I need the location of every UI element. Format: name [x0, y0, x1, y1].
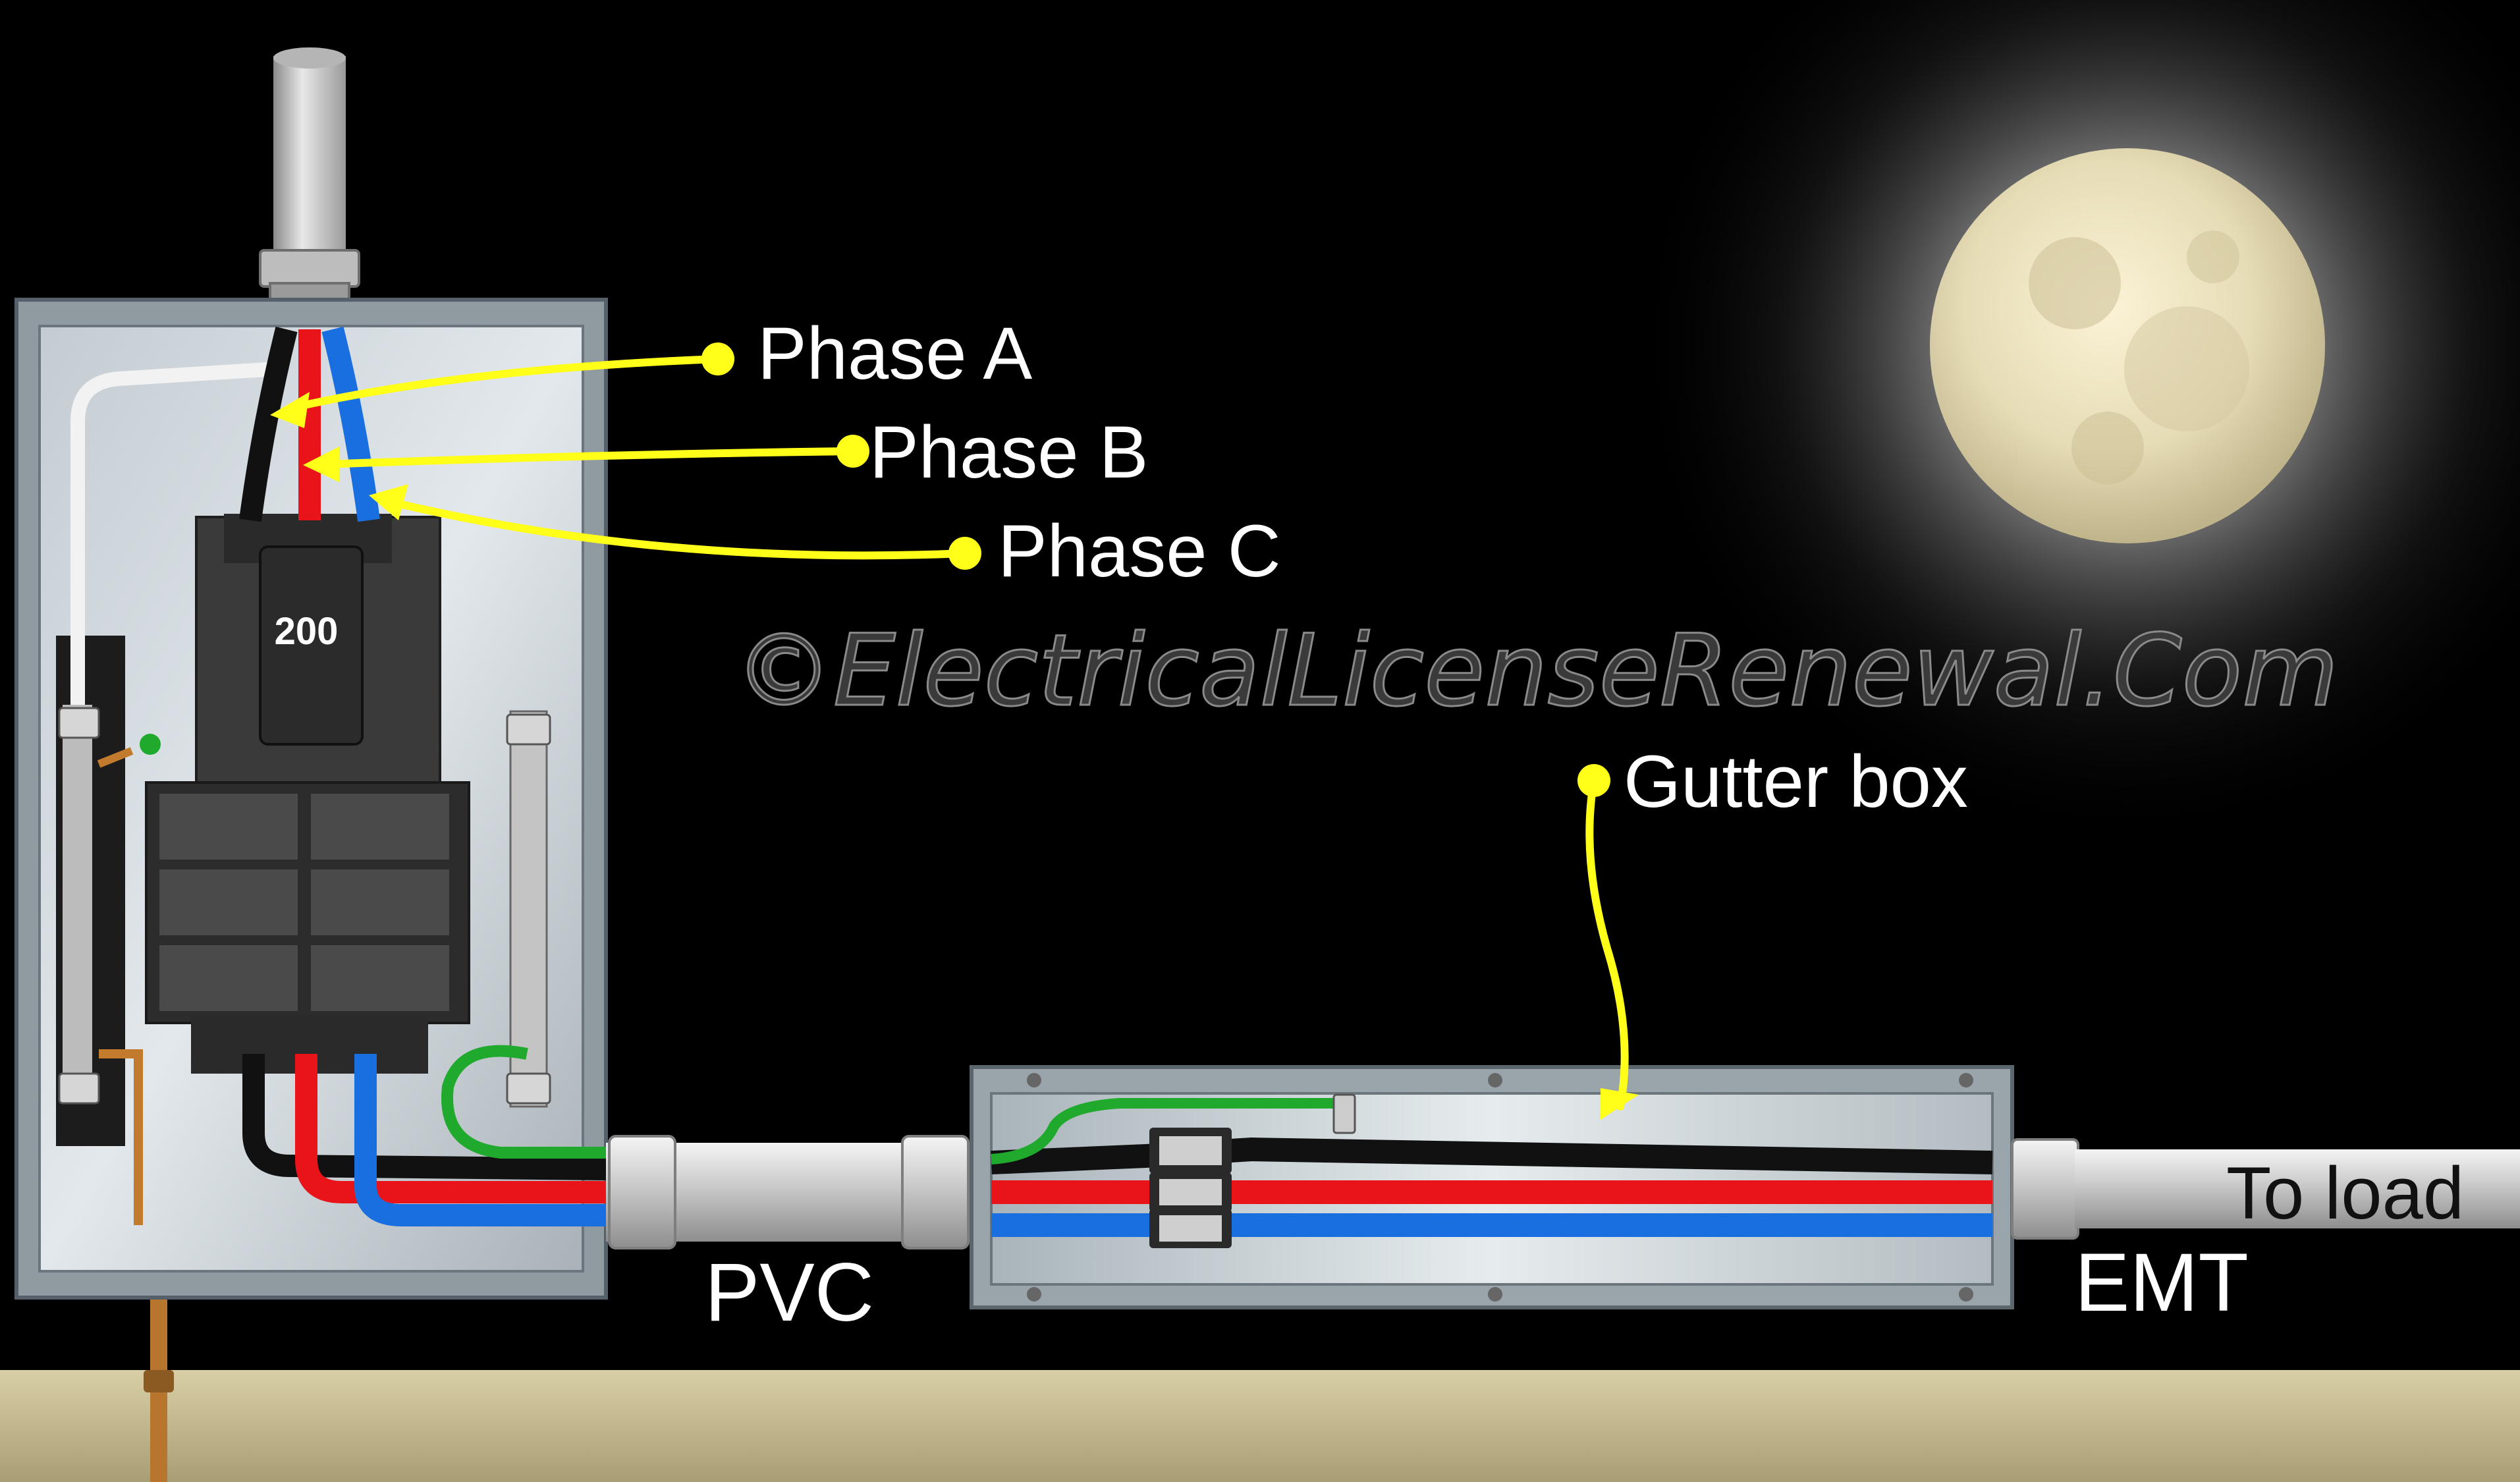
gutter-box-arrowhead — [1601, 1088, 1639, 1120]
callout-lines — [286, 355, 1629, 1111]
service-conduit-mast — [259, 47, 360, 311]
phase-c-label: Phase C — [998, 510, 1281, 592]
phase-b-callout-line — [319, 447, 857, 468]
service-panel: 200 — [14, 298, 608, 1300]
phase-a-label: Phase A — [757, 312, 1033, 395]
phase-a-callout-dot — [701, 343, 734, 375]
moon — [1627, 0, 2520, 846]
phase-c-wire-load — [354, 1054, 606, 1226]
phase-b-wire-load — [295, 1054, 606, 1203]
ground-wire-panel — [441, 1045, 606, 1159]
gutter-box — [970, 1065, 2014, 1309]
callout-heads — [270, 343, 1639, 1120]
phase-a-wire-load — [242, 1054, 607, 1180]
gutter-ground-wire — [991, 1098, 1337, 1165]
ground-lug — [1332, 1093, 1356, 1134]
ground-bar — [509, 710, 548, 1108]
phase-a-callout-line — [286, 355, 722, 412]
to-load-label: To load — [2226, 1152, 2464, 1234]
splice-blocks — [1149, 1128, 1232, 1248]
phase-c-callout-dot — [948, 537, 981, 570]
phase-b-arrowhead — [303, 447, 339, 482]
main-breaker-rating: 200 — [275, 610, 339, 653]
watermark: ©ElectricalLicenseRenewal.Com — [734, 614, 2338, 728]
gutter-phase-a-wire — [991, 1137, 1993, 1174]
emt-label: EMT — [2075, 1237, 2249, 1329]
gutter-box-label: Gutter box — [1624, 740, 1968, 823]
pvc-conduit — [606, 1135, 972, 1249]
bonding-screw — [140, 734, 161, 755]
neutral-wire — [70, 362, 277, 705]
gutter-box-callout-line — [1585, 777, 1629, 1111]
phase-c-callout-line — [381, 497, 969, 560]
ground — [0, 1370, 2520, 1482]
pvc-label: PVC — [705, 1247, 874, 1338]
branch-breakers — [145, 781, 470, 1074]
phase-b-callout-dot — [836, 435, 869, 468]
phase-a-arrowhead — [270, 392, 310, 428]
phase-a-wire-top — [239, 326, 298, 522]
phase-c-wire-top — [321, 326, 380, 522]
phase-c-arrowhead — [369, 484, 408, 520]
emt-conduit — [2011, 1138, 2520, 1240]
gutter-box-callout-dot — [1577, 764, 1610, 797]
phase-b-label: Phase B — [869, 411, 1148, 493]
